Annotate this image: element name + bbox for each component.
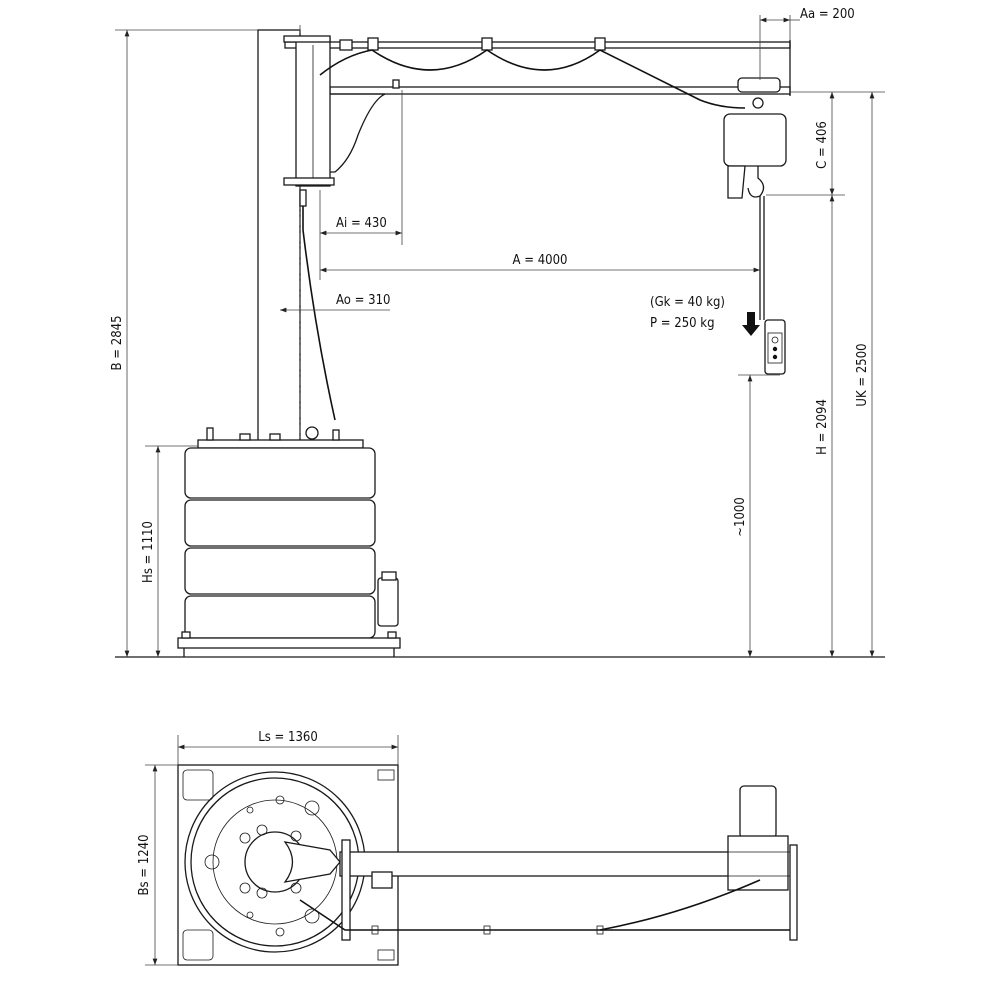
dim-bs-label: Bs = 1240: [137, 834, 152, 895]
counterweight-base: [177, 426, 401, 657]
load-arrow-icon: [742, 312, 760, 336]
dim-ls-label: Ls = 1360: [258, 730, 318, 745]
dim-aa-label: Aa = 200: [800, 7, 855, 22]
dim-ao-label: Ao = 310: [336, 293, 390, 308]
load-p-label: P = 250 kg: [650, 316, 715, 331]
plan-hoist: [727, 785, 798, 941]
dim-h-label: H = 2094: [815, 399, 830, 455]
dim-uk-label: UK = 2500: [855, 343, 870, 406]
column: [257, 29, 301, 443]
control-pendant: [764, 319, 786, 375]
supply-cable: [302, 195, 336, 421]
plan-jib-arm: [339, 851, 731, 877]
dimension-lines: [115, 15, 885, 657]
plan-cable: [299, 899, 790, 931]
jib-arm: [283, 35, 791, 187]
cable-clamp: [299, 189, 307, 207]
dim-a-label: A = 4000: [513, 253, 568, 268]
dim-pendant-label: ~1000: [733, 497, 748, 537]
dim-hs-label: Hs = 1110: [141, 521, 156, 583]
chain-hoist: [723, 77, 787, 320]
dim-c-label: C = 406: [815, 121, 830, 169]
festoon-cable: [319, 49, 746, 109]
dim-b-label: B = 2845: [110, 315, 125, 370]
load-gk-label: (Gk = 40 kg): [650, 295, 725, 310]
dim-ai-label: Ai = 430: [336, 216, 387, 231]
side-view: Aa = 200 C = 406 Ai = 430 A = 4000 Ao = …: [110, 7, 885, 658]
plan-view: Ls = 1360 Bs = 1240: [137, 730, 798, 966]
